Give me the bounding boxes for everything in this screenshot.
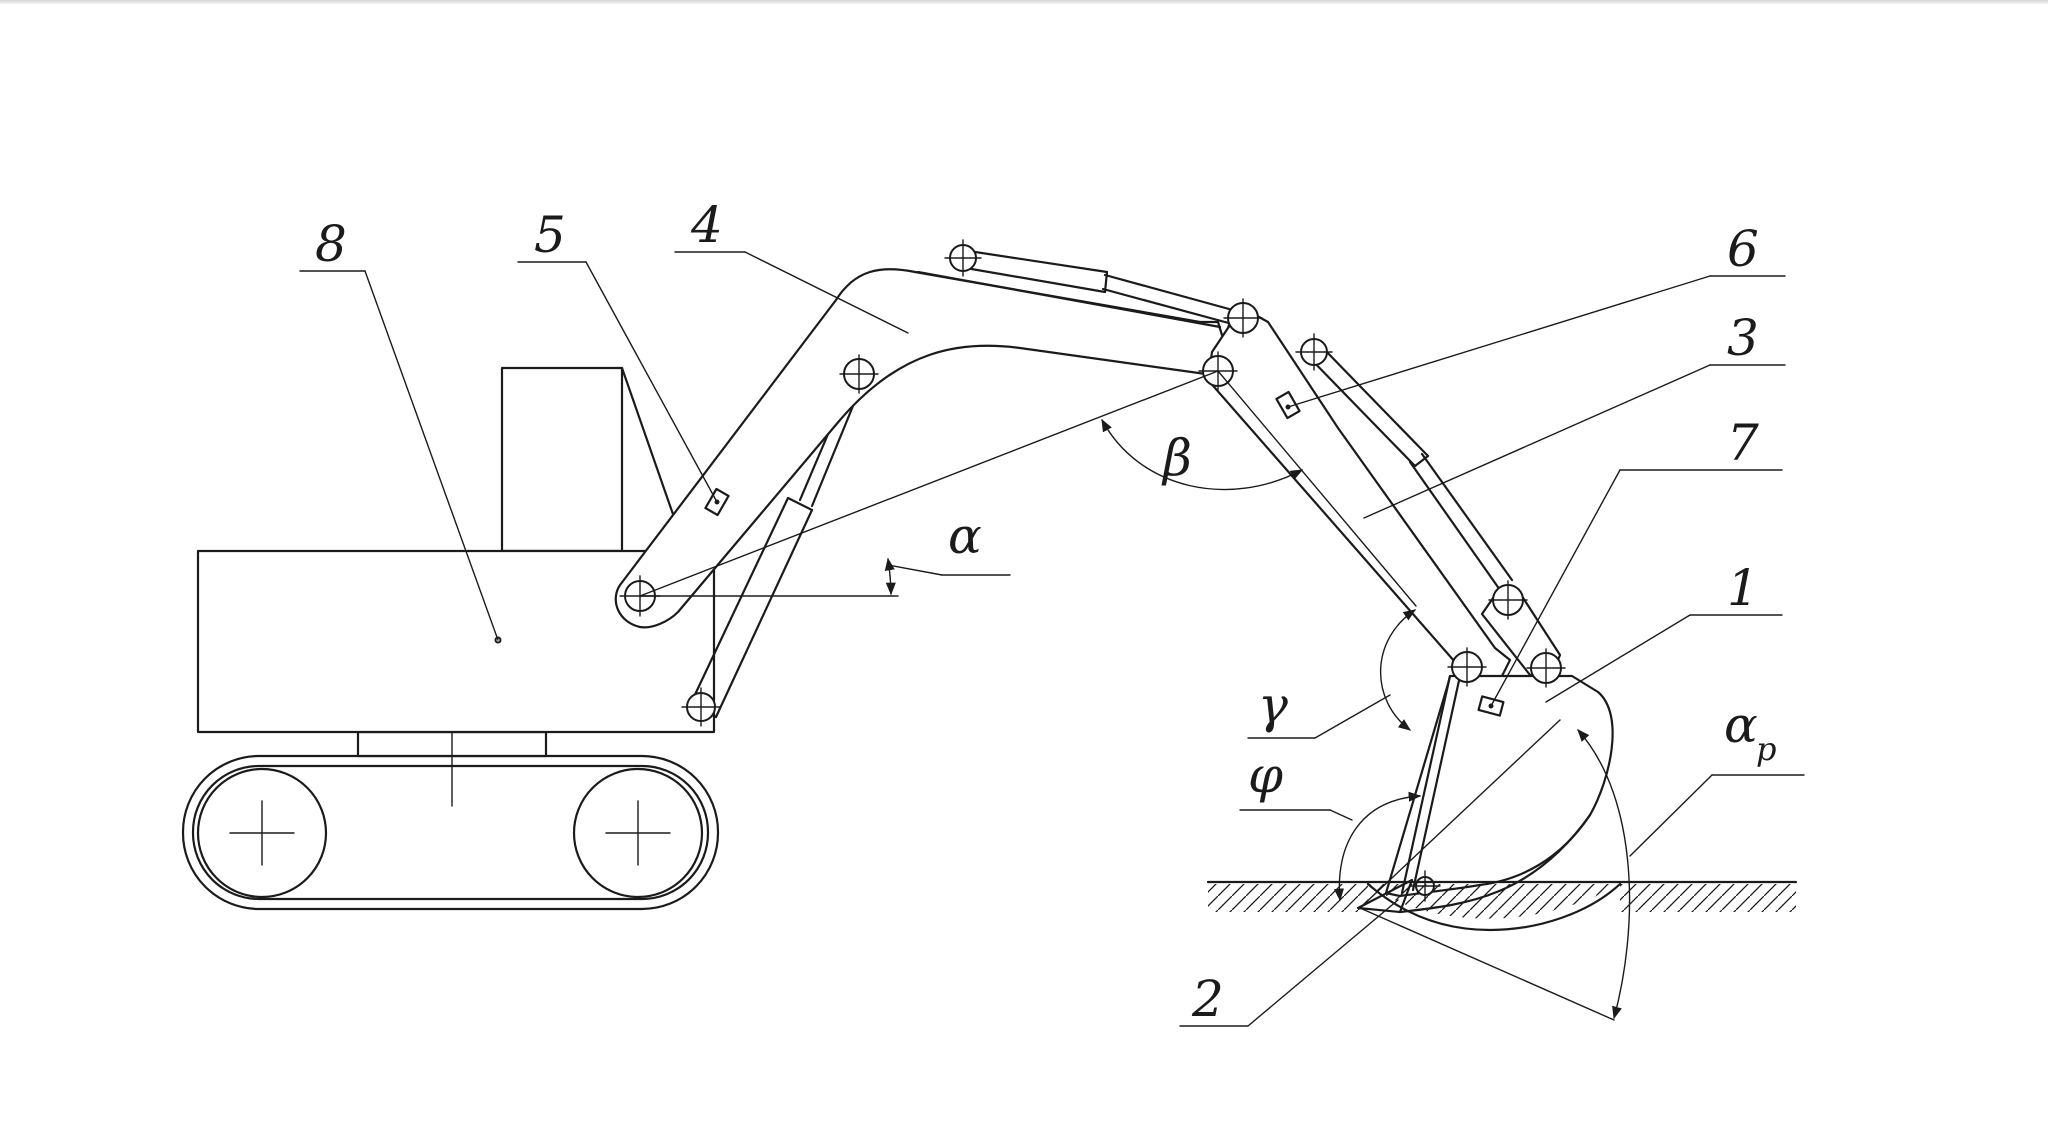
label-2: 2 bbox=[1191, 970, 1224, 1028]
boom-cylinder bbox=[681, 378, 864, 727]
angle-alpha-p: α bbox=[1724, 696, 1758, 754]
front-wheel bbox=[572, 767, 704, 899]
angle-alpha-p-subscript: p bbox=[1756, 730, 1776, 768]
angle-gamma: γ bbox=[1258, 676, 1288, 734]
top-edge bbox=[0, 0, 2048, 4]
angle-construction bbox=[639, 370, 1805, 1021]
cab-slope bbox=[620, 366, 677, 522]
cab bbox=[500, 366, 624, 553]
angle-beta: β bbox=[1161, 429, 1192, 487]
label-4: 4 bbox=[690, 196, 723, 254]
angle-phi: φ bbox=[1248, 746, 1283, 804]
leader-lines bbox=[299, 251, 1786, 1027]
arm-cylinder bbox=[944, 239, 1242, 327]
track-inner bbox=[191, 764, 710, 901]
boom-body bbox=[614, 268, 1227, 629]
label-8: 8 bbox=[315, 215, 347, 273]
bucket-cylinder bbox=[1295, 333, 1514, 592]
angle-labels: α β γ φ α p bbox=[948, 429, 1776, 804]
bucket bbox=[1356, 647, 1614, 914]
arm-body bbox=[1206, 310, 1512, 684]
angle-alpha: α bbox=[948, 507, 982, 565]
platform bbox=[196, 366, 716, 734]
rear-wheel bbox=[196, 767, 328, 899]
label-5: 5 bbox=[534, 206, 566, 264]
part-labels: 8 5 4 6 3 7 1 2 bbox=[315, 196, 1759, 1028]
ground bbox=[1206, 880, 1798, 932]
boom bbox=[614, 268, 1242, 629]
label-7: 7 bbox=[1727, 414, 1759, 472]
label-3: 3 bbox=[1727, 309, 1759, 367]
label-1: 1 bbox=[1727, 559, 1759, 617]
arm bbox=[1198, 298, 1512, 684]
label-6: 6 bbox=[1727, 220, 1759, 278]
